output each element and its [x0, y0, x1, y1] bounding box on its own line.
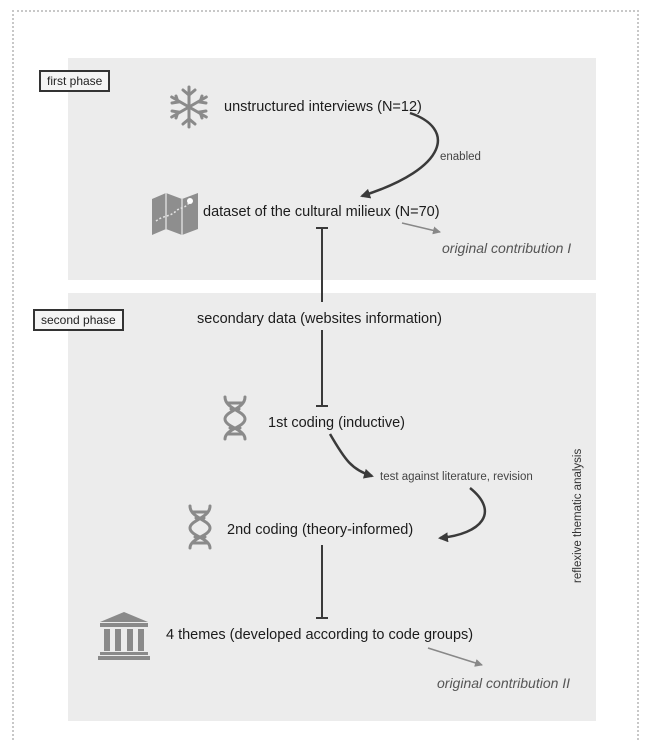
- second-phase-label: second phase: [33, 309, 124, 331]
- contribution-one-label: original contribution I: [442, 240, 572, 256]
- first-coding-node: 1st coding (inductive): [268, 415, 406, 431]
- dna-icon: [188, 504, 212, 550]
- institution-icon: [98, 612, 150, 660]
- enabled-label: enabled: [440, 151, 481, 163]
- themes-node: 4 themes (developed according to code gr…: [166, 627, 474, 643]
- revision-label: test against literature, revision: [380, 471, 533, 483]
- revision-to-coding2-arrow: [438, 487, 487, 543]
- dataset-node: dataset of the cultural milieux (N=70): [203, 204, 440, 220]
- reflexive-thematic-analysis-label: reflexive thematic analysis: [572, 448, 584, 583]
- enabled-arrow: [360, 111, 439, 199]
- secondary-data-node: secondary data (websites information): [197, 311, 443, 327]
- contribution2-pointer: [427, 647, 483, 667]
- diagram-frame: [12, 10, 639, 740]
- contribution-two-label: original contribution II: [437, 675, 571, 691]
- coding1-to-revision-arrow: [328, 433, 374, 479]
- interviews-node: unstructured interviews (N=12): [224, 99, 422, 115]
- contribution1-pointer: [401, 222, 441, 235]
- dna-icon: [223, 395, 247, 441]
- first-phase-panel: [68, 58, 596, 280]
- second-coding-node: 2nd coding (theory-informed): [227, 522, 414, 538]
- snowflake-icon: [170, 85, 208, 129]
- second-phase-panel: [68, 293, 596, 721]
- first-phase-label: first phase: [39, 70, 111, 92]
- map-icon: [152, 193, 198, 235]
